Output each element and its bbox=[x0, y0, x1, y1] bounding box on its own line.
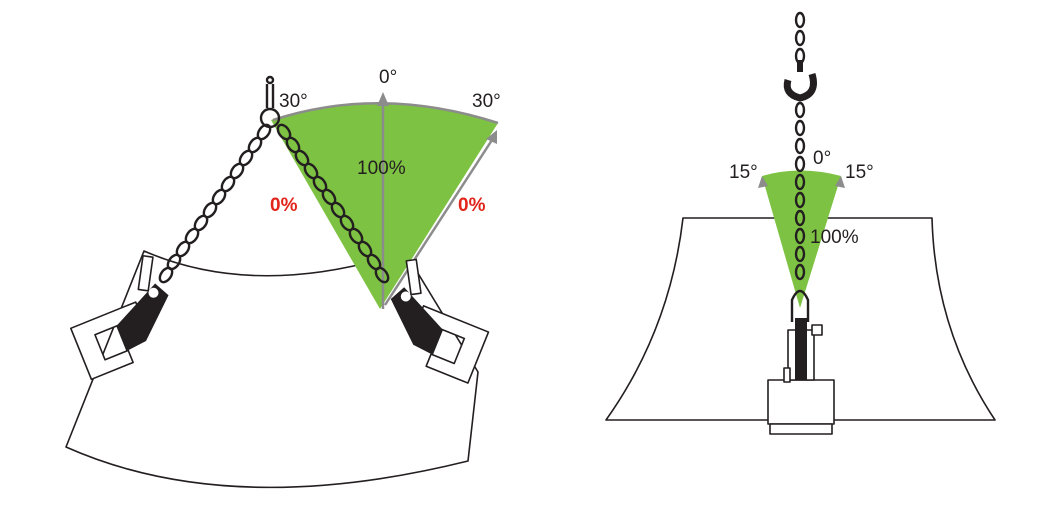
right-label-right-deg: 15° bbox=[845, 162, 874, 183]
left-label-left-deg: 30° bbox=[279, 91, 308, 112]
left-label-right-deg: 30° bbox=[472, 91, 501, 112]
right-chain bbox=[794, 11, 806, 281]
left-master-ring bbox=[259, 75, 281, 129]
left-label-right-pct: 0% bbox=[458, 195, 486, 216]
left-chain-left bbox=[158, 123, 272, 284]
right-side-arrow-right bbox=[835, 176, 845, 188]
right-shackle bbox=[790, 289, 810, 322]
right-clamp-base bbox=[767, 318, 835, 435]
left-label-left-pct: 0% bbox=[270, 195, 298, 216]
right-label-center-deg: 0° bbox=[813, 148, 831, 169]
left-clamp-right bbox=[390, 258, 490, 384]
left-angle-sector bbox=[271, 103, 498, 309]
left-label-center-pct: 100% bbox=[357, 158, 406, 179]
right-hook bbox=[783, 60, 817, 102]
left-chain-right bbox=[276, 123, 390, 284]
left-curved-plate bbox=[65, 250, 479, 489]
right-side-arrow-left bbox=[758, 176, 768, 188]
left-arc-line bbox=[272, 102, 499, 125]
left-side-arrow bbox=[383, 130, 497, 306]
left-label-center-deg: 0° bbox=[379, 67, 397, 88]
right-label-center-pct: 100% bbox=[810, 227, 859, 248]
left-diagram: 0° 30° 30° 100% 0% 0% bbox=[65, 67, 501, 489]
right-diagram: 0° 15° 15° 100% bbox=[605, 11, 996, 435]
right-label-left-deg: 15° bbox=[729, 162, 758, 183]
left-clamp-left bbox=[69, 254, 169, 381]
right-angle-sector bbox=[762, 170, 841, 308]
